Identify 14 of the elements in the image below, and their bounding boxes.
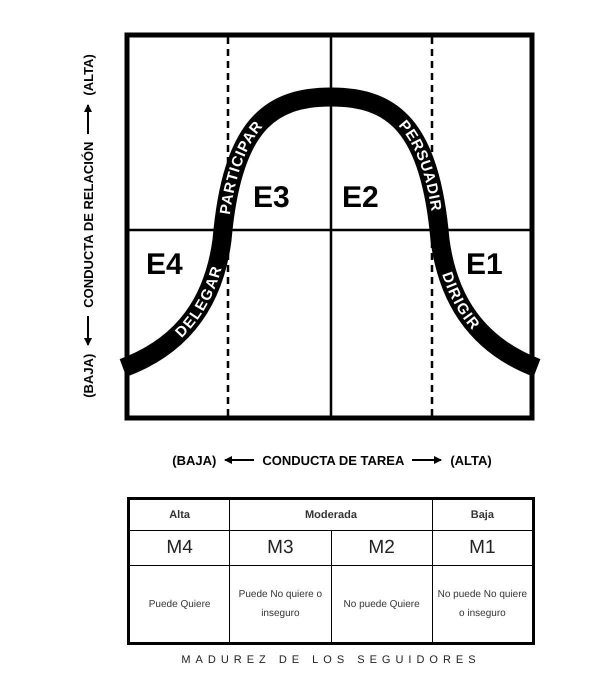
- style-label: E1: [466, 250, 503, 280]
- axis-end-label: (ALTA): [450, 452, 492, 468]
- maturity-level-cell: M3: [230, 530, 331, 566]
- axis-title: CONDUCTA DE TAREA: [262, 452, 404, 468]
- axis-end-label: (BAJA): [172, 452, 216, 468]
- maturity-header-cell: Moderada: [230, 498, 432, 530]
- maturity-level-cell: M4: [128, 530, 230, 566]
- axis-end-label: (BAJA): [80, 354, 96, 398]
- caption: MADUREZ DE LOS SEGUIDORES: [180, 654, 482, 666]
- maturity-header-cell: Alta: [128, 498, 230, 530]
- style-label: E2: [342, 183, 379, 213]
- axis-end-label: (ALTA): [80, 54, 96, 96]
- maturity-level-cell: M2: [331, 530, 432, 566]
- axis-title: CONDUCTA DE RELACIÓN: [80, 142, 96, 308]
